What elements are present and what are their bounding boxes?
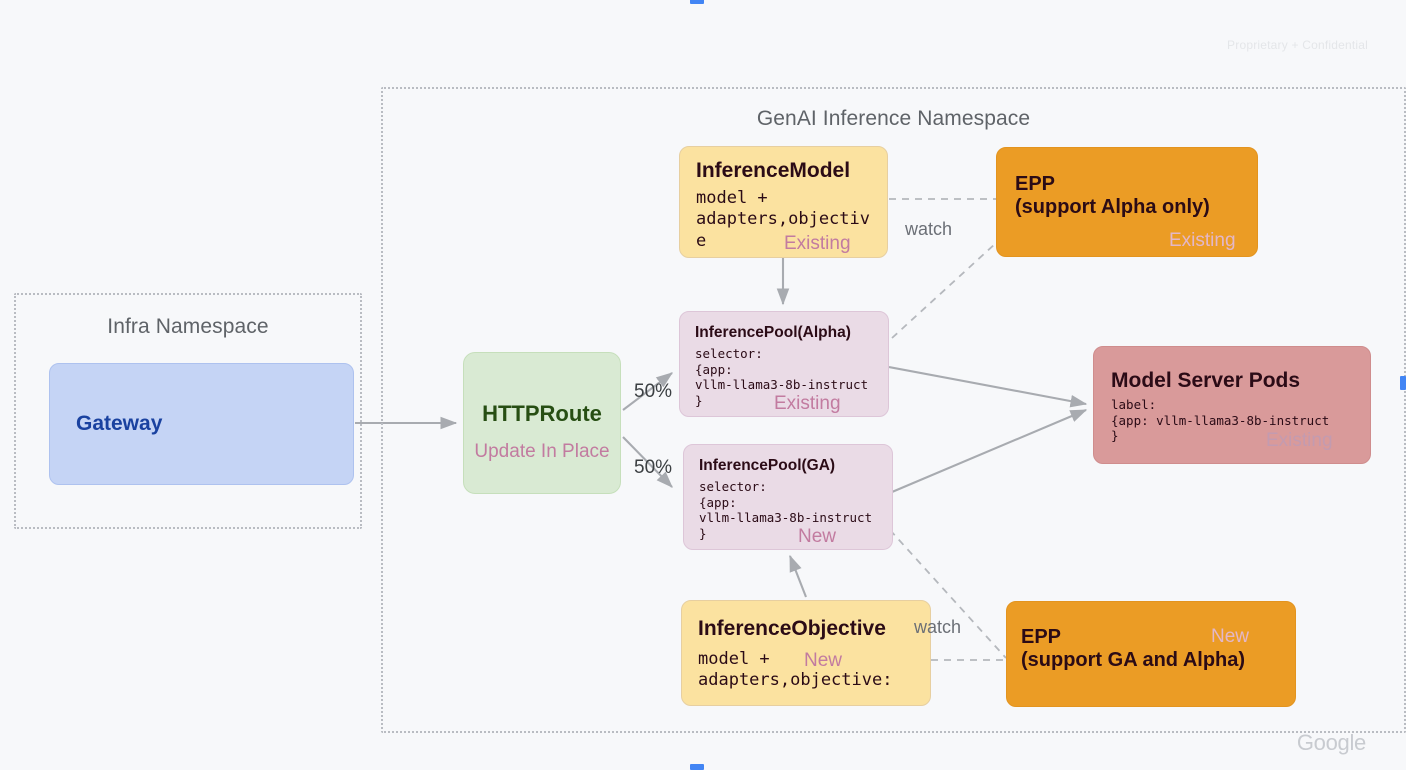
epp-ga-tag: New [1211,626,1250,647]
inference-objective-tag: New [804,650,843,671]
gateway-title: Gateway [76,412,163,435]
model-server-pods-body: label: {app: vllm-llama3-8b-instruct } [1111,397,1330,444]
inference-model-tag: Existing [784,233,851,254]
inference-pool-ga-tag: New [798,526,837,547]
inference-objective-title: InferenceObjective [698,617,886,640]
node-model-server-pods[interactable]: Model Server Pods label: {app: vllm-llam… [1093,346,1371,464]
epp-alpha-title: EPP (support Alpha only) [1015,173,1210,218]
selection-handle-bottom[interactable] [690,764,704,770]
node-httproute[interactable]: HTTPRoute Update In Place [463,352,621,494]
inference-pool-alpha-body: selector: {app: vllm-llama3-8b-instruct … [695,346,869,408]
model-server-pods-tag: Existing [1266,430,1333,451]
model-server-pods-title: Model Server Pods [1111,369,1301,392]
inference-pool-alpha-title: InferencePool(Alpha) [695,324,851,341]
inference-pool-ga-body: selector: {app: vllm-llama3-8b-instruct … [699,479,873,541]
httproute-tag: Update In Place [474,441,610,462]
inference-pool-alpha-tag: Existing [774,393,841,414]
edge-label-split-bottom: 50% [634,457,673,478]
httproute-title: HTTPRoute [482,401,602,426]
google-brand-mark: Google [1296,730,1366,755]
selection-handle-top[interactable] [690,0,704,4]
genai-namespace-container: GenAI Inference Namespace [381,87,1406,733]
genai-namespace-title: GenAI Inference Namespace [756,107,1031,130]
epp-alpha-tag: Existing [1169,230,1236,251]
inference-model-body: model + adapters,objective e: [696,188,870,257]
edge-label-watch-bottom: watch [914,617,962,637]
inference-model-title: InferenceModel [696,159,851,182]
selection-handle-right[interactable] [1400,376,1406,390]
edge-label-watch-top: watch [905,219,953,239]
inference-objective-body: model + adapters,objective: [698,649,893,691]
node-inference-model[interactable]: InferenceModel model + adapters,objectiv… [679,146,888,258]
inference-pool-ga-title: InferencePool(GA) [699,457,836,474]
edge-label-split-top: 50% [634,381,673,402]
node-epp-alpha[interactable]: EPP (support Alpha only) Existing [996,147,1258,257]
confidentiality-notice: Proprietary + Confidential [1227,38,1368,52]
node-inference-pool-ga[interactable]: InferencePool(GA) selector: {app: vllm-l… [683,444,893,550]
node-inference-objective[interactable]: InferenceObjective model + adapters,obje… [681,600,931,706]
epp-ga-title: EPP (support GA and Alpha) [1021,626,1246,671]
node-epp-ga[interactable]: EPP (support GA and Alpha) New [1006,601,1296,707]
infra-namespace-container: Infra Namespace [14,293,362,529]
node-inference-pool-alpha[interactable]: InferencePool(Alpha) selector: {app: vll… [679,311,889,417]
infra-namespace-title: Infra Namespace [107,315,269,338]
node-gateway[interactable]: Gateway [49,363,354,485]
